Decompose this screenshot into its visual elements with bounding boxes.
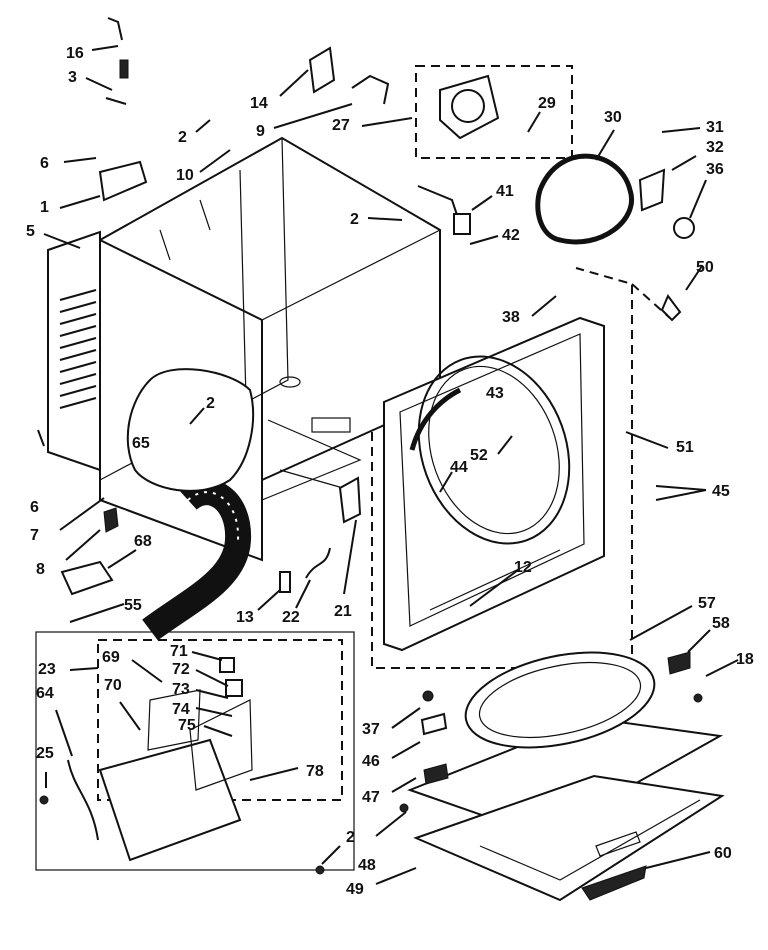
callout-51: 51 <box>676 439 694 456</box>
callout-42: 42 <box>502 227 520 244</box>
callout-1: 1 <box>40 199 49 216</box>
callout-3: 3 <box>68 69 77 86</box>
callout-36: 36 <box>706 161 724 178</box>
base-assembly <box>407 651 725 902</box>
callout-58: 58 <box>712 615 730 632</box>
callout-50: 50 <box>696 259 714 276</box>
callout-38: 38 <box>502 309 520 326</box>
callout-60: 60 <box>714 845 732 862</box>
callout-16: 16 <box>66 45 84 62</box>
callout-7: 7 <box>30 527 39 544</box>
callout-32: 32 <box>706 139 724 156</box>
callout-45: 45 <box>712 483 730 500</box>
callout-70: 70 <box>104 677 122 694</box>
callout-2: 2 <box>206 395 215 412</box>
callout-49: 49 <box>346 881 364 898</box>
callout-25: 25 <box>36 745 54 762</box>
callout-21: 21 <box>334 603 352 620</box>
callout-30: 30 <box>604 109 622 126</box>
callout-46: 46 <box>362 753 380 770</box>
control-parts <box>67 657 253 862</box>
callout-5: 5 <box>26 223 35 240</box>
callout-64: 64 <box>36 685 54 702</box>
callout-43: 43 <box>486 385 504 402</box>
callout-47: 47 <box>362 789 380 806</box>
callout-27: 27 <box>332 117 350 134</box>
motor <box>439 74 500 140</box>
control-group-box <box>35 631 355 871</box>
callout-41: 41 <box>496 183 514 200</box>
callout-78: 78 <box>306 763 324 780</box>
callout-55: 55 <box>124 597 142 614</box>
callout-44: 44 <box>450 459 468 476</box>
leader-lines <box>37 45 739 885</box>
side-panel <box>47 230 101 472</box>
callout-9: 9 <box>256 123 265 140</box>
callout-6: 6 <box>40 155 49 172</box>
drive-belt <box>535 153 634 245</box>
cutaway-view <box>126 368 255 492</box>
callout-73: 73 <box>172 681 190 698</box>
callout-69: 69 <box>102 649 120 666</box>
callout-68: 68 <box>134 533 152 550</box>
callout-2: 2 <box>346 829 355 846</box>
callout-6: 6 <box>30 499 39 516</box>
callout-71: 71 <box>170 643 188 660</box>
callout-8: 8 <box>36 561 45 578</box>
callout-23: 23 <box>38 661 56 678</box>
front-panel <box>383 316 605 652</box>
callout-37: 37 <box>362 721 380 738</box>
hardware <box>39 17 703 875</box>
callout-52: 52 <box>470 447 488 464</box>
callout-13: 13 <box>236 609 254 626</box>
motor-group-box <box>415 65 573 159</box>
callout-2: 2 <box>178 129 187 146</box>
exhaust-duct <box>142 479 252 641</box>
callout-labels: 16 3 14 9 2 10 6 1 5 27 29 30 31 32 36 4… <box>26 45 754 898</box>
callout-75: 75 <box>178 717 196 734</box>
callout-10: 10 <box>176 167 194 184</box>
callout-29: 29 <box>538 95 556 112</box>
callout-18: 18 <box>736 651 754 668</box>
callout-57: 57 <box>698 595 716 612</box>
callout-74: 74 <box>172 701 190 718</box>
callout-48: 48 <box>358 857 376 874</box>
callout-31: 31 <box>706 119 724 136</box>
callout-12: 12 <box>514 559 532 576</box>
callout-65: 65 <box>132 435 150 452</box>
callout-72: 72 <box>172 661 190 678</box>
callout-22: 22 <box>282 609 300 626</box>
callout-2: 2 <box>350 211 359 228</box>
callout-14: 14 <box>250 95 268 112</box>
